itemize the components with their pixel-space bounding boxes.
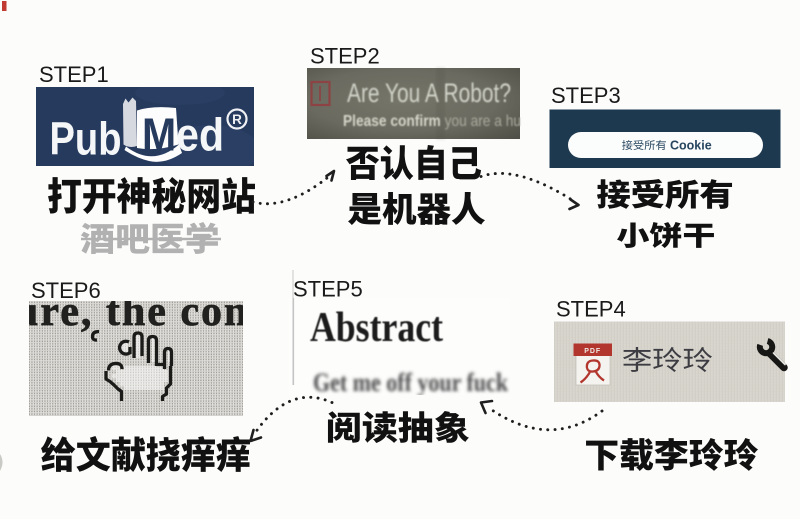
svg-text:Pub: Pub xyxy=(50,113,122,165)
svg-text:ure, the con: ure, the con xyxy=(15,289,249,335)
svg-text:Get me off your fuck: Get me off your fuck xyxy=(313,368,508,397)
svg-text:STEP3: STEP3 xyxy=(551,83,621,108)
svg-text:STEP5: STEP5 xyxy=(293,277,363,302)
svg-text:STEP1: STEP1 xyxy=(39,62,109,87)
svg-text:Please confirm you are a hu: Please confirm you are a hu xyxy=(343,113,521,130)
svg-text:Abstract: Abstract xyxy=(310,305,443,351)
svg-text:Cookie: Cookie xyxy=(670,139,712,153)
svg-text:Med: Med xyxy=(142,109,224,161)
svg-text:STEP6: STEP6 xyxy=(31,278,101,303)
svg-text:PDF: PDF xyxy=(584,348,601,355)
svg-text:STEP2: STEP2 xyxy=(310,44,380,69)
svg-text:R: R xyxy=(232,112,242,127)
svg-text:Are You A Robot?: Are You A Robot? xyxy=(347,78,511,108)
svg-text:STEP4: STEP4 xyxy=(556,297,626,322)
